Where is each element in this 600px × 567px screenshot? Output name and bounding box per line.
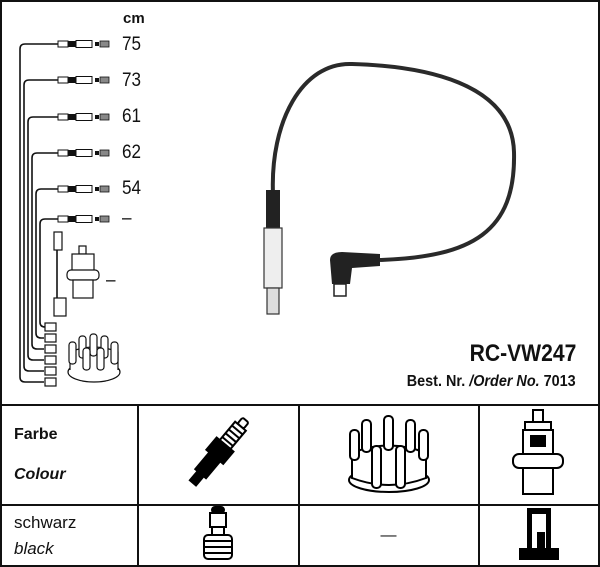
cable-set-diagram: cm 75 73 61 62 54 – – RC-VW247 Best. Nr.… xyxy=(2,2,598,404)
distributor-value: — xyxy=(380,526,397,544)
plug-connector-icon xyxy=(57,185,69,193)
colour-table: Farbe Colour xyxy=(2,404,598,565)
distributor-value-cell: — xyxy=(297,504,480,565)
distributor-connector-icon xyxy=(44,377,57,387)
colour-value-cell: schwarz black xyxy=(2,504,139,565)
distributor-tower-icon xyxy=(68,341,77,365)
distributor-connector-icon xyxy=(44,344,57,354)
distributor-tower-icon xyxy=(82,347,91,371)
plug-connector-icon xyxy=(57,149,69,157)
ignition-cable xyxy=(39,218,58,328)
plug-tip-icon xyxy=(99,149,110,157)
distributor-connector-icon xyxy=(44,333,57,343)
distributor-cap-cell xyxy=(297,404,480,506)
ignition-cable xyxy=(19,43,58,383)
plug-boot-icon xyxy=(68,114,76,120)
ignition-coil-cell xyxy=(477,404,598,506)
distributor-tower-icon xyxy=(96,347,105,371)
order-number-line: Best. Nr. /Order No. 7013 xyxy=(407,373,576,391)
colour-header-cell: Farbe Colour xyxy=(2,404,139,506)
plug-connector-icon xyxy=(57,215,69,223)
ignition-coil-icon xyxy=(72,279,94,299)
plug-terminal-icon xyxy=(75,40,93,48)
plug-tip-icon xyxy=(95,151,99,155)
cable-length: 73 xyxy=(122,70,142,91)
cable-length: 61 xyxy=(122,106,142,127)
plug-boot-icon xyxy=(68,216,76,222)
plug-terminal-icon xyxy=(75,185,93,193)
spark-plug-terminal-icon xyxy=(263,227,283,289)
plug-terminal-icon xyxy=(75,149,93,157)
spark-plug-cell xyxy=(137,404,300,506)
spark-plug-icon xyxy=(188,416,250,487)
plug-tip-icon xyxy=(95,217,99,221)
plug-tip-icon xyxy=(99,215,110,223)
order-label-de: Best. Nr. xyxy=(407,373,466,390)
plug-tip-icon xyxy=(95,187,99,191)
plug-boot-icon xyxy=(68,41,76,47)
coil-cable-connector-icon xyxy=(53,231,63,251)
colour-header-de: Farbe xyxy=(14,426,58,443)
plug-tip-icon xyxy=(95,115,99,119)
colour-value-de: schwarz xyxy=(14,512,77,532)
main-ignition-cable xyxy=(270,61,517,262)
order-label-en: Order No. xyxy=(473,373,540,390)
plug-connector-icon xyxy=(57,76,69,84)
distributor-connector-icon xyxy=(44,355,57,365)
plug-tip-icon xyxy=(99,113,110,121)
coil-elbow-connector-icon xyxy=(330,252,380,284)
ignition-coil-icon xyxy=(511,408,564,495)
distributor-tower-icon xyxy=(89,333,98,357)
ignition-cable xyxy=(35,188,58,339)
plug-tip-icon xyxy=(95,42,99,46)
plug-connector-icon xyxy=(57,40,69,48)
unit-label: cm xyxy=(123,10,145,27)
plug-tip-icon xyxy=(99,76,110,84)
cable-length: – xyxy=(122,208,132,229)
distributor-connector-icon xyxy=(44,322,57,332)
plug-boot-connector-icon xyxy=(203,506,234,560)
cable-length: 54 xyxy=(122,178,142,199)
colour-header-en: Colour xyxy=(14,466,66,483)
distributor-tower-icon xyxy=(110,341,119,365)
colour-value-en: black xyxy=(14,538,54,558)
ignition-coil-icon xyxy=(71,253,95,273)
ignition-coil-icon xyxy=(78,245,87,255)
plug-boot-cell xyxy=(137,504,300,565)
plug-boot-icon xyxy=(266,190,280,230)
plug-tip-icon xyxy=(99,185,110,193)
coil-connector-cell xyxy=(477,504,598,565)
ignition-cable xyxy=(31,152,58,350)
plug-tip-icon xyxy=(95,78,99,82)
order-number: 7013 xyxy=(543,373,576,390)
coil-cable-connector-icon xyxy=(53,297,67,317)
cable-length: 75 xyxy=(122,34,142,55)
spark-plug-terminal-icon xyxy=(266,287,280,315)
part-number: RC-VW247 xyxy=(469,340,576,367)
coil-terminal-icon xyxy=(333,283,347,297)
cable-length: 62 xyxy=(122,142,142,163)
wire-diagram xyxy=(19,40,517,387)
coil-connector-icon xyxy=(518,508,559,560)
plug-boot-icon xyxy=(68,186,76,192)
plug-tip-icon xyxy=(99,40,110,48)
ignition-cable xyxy=(27,116,58,361)
plug-boot-icon xyxy=(68,77,76,83)
ignition-coil-icon xyxy=(66,269,100,281)
distributor-cap-icon xyxy=(347,414,430,493)
plug-boot-icon xyxy=(68,150,76,156)
distributor-connector-icon xyxy=(44,366,57,376)
plug-terminal-icon xyxy=(75,76,93,84)
coil-cable-length: – xyxy=(106,270,116,291)
plug-terminal-icon xyxy=(75,215,93,223)
plug-terminal-icon xyxy=(75,113,93,121)
ignition-cable xyxy=(23,79,58,372)
separator: / xyxy=(469,373,474,390)
plug-connector-icon xyxy=(57,113,69,121)
